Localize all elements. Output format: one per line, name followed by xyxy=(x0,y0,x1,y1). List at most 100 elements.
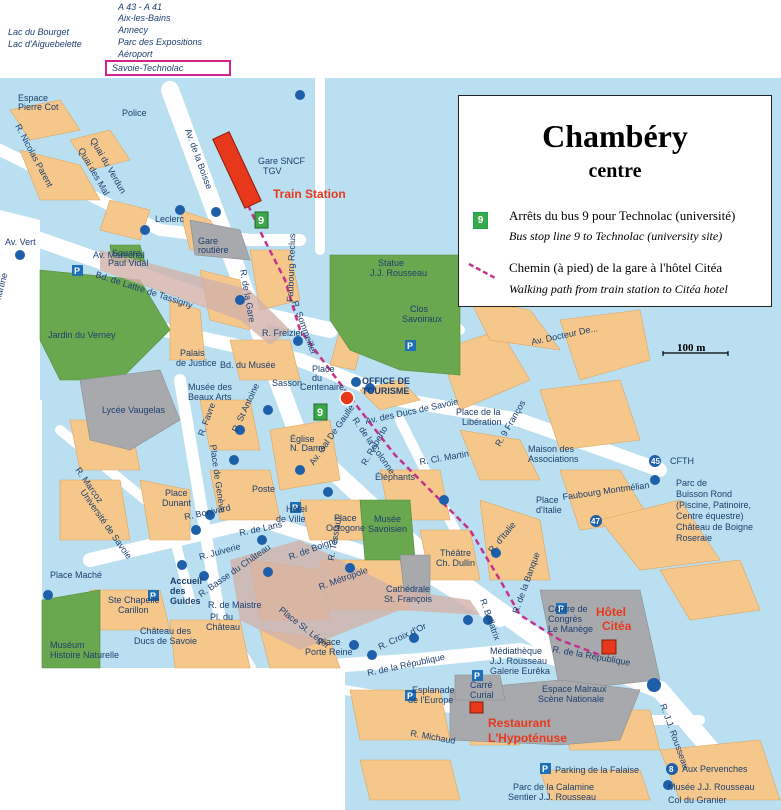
label: Espace Malraux xyxy=(542,684,607,694)
blank-area-bottom-left xyxy=(0,400,345,810)
label: Gare SNCF xyxy=(258,156,306,166)
label: Galerie Eurêka xyxy=(490,666,550,676)
label: Curial xyxy=(470,690,494,700)
label: Aéroport xyxy=(117,49,153,59)
label: Square xyxy=(112,248,141,258)
building-gare xyxy=(189,219,251,261)
label: R. de Maistre xyxy=(208,600,262,610)
label: Carré xyxy=(470,680,493,690)
label: Centre de xyxy=(548,604,588,614)
label: Palais xyxy=(180,348,205,358)
label: Espace xyxy=(18,93,48,103)
label: Muséum xyxy=(50,640,85,650)
legend-bus-fr: Arrêts du bus 9 pour Technolac (universi… xyxy=(509,208,736,223)
label: Hôtel xyxy=(286,504,307,514)
hotel-citea-marker xyxy=(601,639,617,655)
label: Jardin du Verney xyxy=(48,330,116,340)
svg-text:P: P xyxy=(542,764,548,774)
scale-bar xyxy=(662,351,729,356)
label: Musée xyxy=(374,514,401,524)
building-lycee xyxy=(79,369,181,451)
bus-stop-centre: 9 xyxy=(313,403,328,421)
train-station-marker xyxy=(212,131,262,209)
label: Théâtre xyxy=(440,548,471,558)
label: Esplanade xyxy=(412,685,455,695)
label: N. Dame xyxy=(290,443,326,453)
label: Château des xyxy=(140,626,192,636)
scale-label: 100 m xyxy=(677,342,705,354)
bus-stop-icon: 9 xyxy=(473,212,488,229)
label: Buisson Rond xyxy=(676,489,732,499)
label: Statue xyxy=(378,258,404,268)
walking-path xyxy=(246,204,601,657)
label: Église xyxy=(290,434,315,444)
train-station-label: Train Station xyxy=(273,187,346,201)
label: Accueil xyxy=(170,576,202,586)
svg-text:P: P xyxy=(292,503,298,513)
label: Leclerc xyxy=(155,214,185,224)
label: Bd. du Musée xyxy=(220,360,276,370)
label: du xyxy=(312,373,322,383)
label: Centre équestre) xyxy=(676,511,744,521)
label: Lac d'Aiguebelette xyxy=(8,39,82,49)
label: Ste Chapelle xyxy=(108,595,160,605)
svg-text:8: 8 xyxy=(669,765,674,774)
label: de Justice xyxy=(176,358,217,368)
label: Paul Vidal xyxy=(108,258,148,268)
label: Annecy xyxy=(117,25,149,35)
label: (Piscine, Patinoire, xyxy=(676,500,751,510)
label: Place de la xyxy=(456,407,501,417)
label: St. François xyxy=(384,594,433,604)
blank-area-left xyxy=(0,210,40,400)
legend-title: Chambéry xyxy=(542,118,688,154)
label: CFTH xyxy=(670,456,694,466)
label: Poste xyxy=(252,484,275,494)
label: de Ville xyxy=(276,514,305,524)
building-manege xyxy=(539,589,661,691)
label: Place xyxy=(165,488,188,498)
label: Parc des Expositions xyxy=(118,37,203,47)
label: R. Freizier xyxy=(262,328,304,338)
label: Place xyxy=(312,364,335,374)
walking-path-icon xyxy=(468,262,498,281)
label: TGV xyxy=(263,166,282,176)
label: Sasson xyxy=(272,378,302,388)
label: Savoie-Technolac xyxy=(112,63,184,73)
label: Place xyxy=(318,637,341,647)
label: Porte Reine xyxy=(305,647,353,657)
label: Congrès xyxy=(548,614,583,624)
label: A 43 - A 41 xyxy=(117,2,162,12)
svg-text:P: P xyxy=(474,671,480,681)
label: Clos xyxy=(410,304,429,314)
label: J.J. Rousseau xyxy=(370,268,427,278)
label: Éléphants xyxy=(375,472,416,482)
label: de l'Europe xyxy=(408,695,453,705)
label: Maison des xyxy=(528,444,575,454)
label: OFFICE DE xyxy=(362,376,410,386)
label: Centenaire xyxy=(300,382,344,392)
label: Médiathèque xyxy=(490,646,542,656)
label: Place Maché xyxy=(50,570,102,580)
svg-text:P: P xyxy=(558,604,564,614)
label: Police xyxy=(122,108,147,118)
label: Octogone xyxy=(326,523,365,533)
restaurant-label-line2: L'Hypoténuse xyxy=(488,731,567,745)
pedestrian-zone xyxy=(100,250,290,345)
label: Scène Nationale xyxy=(538,694,604,704)
label: Sentier J.J. Rousseau xyxy=(508,792,596,802)
parking-icons xyxy=(72,265,567,774)
label: Libération xyxy=(462,417,502,427)
svg-text:P: P xyxy=(407,341,413,351)
label: Pierre Cot xyxy=(18,102,59,112)
label: Ch. Dullin xyxy=(436,558,475,568)
label: Pl. du xyxy=(210,612,233,622)
label: Cathédrale xyxy=(386,584,430,594)
svg-text:P: P xyxy=(407,691,413,701)
label: J.J. Rousseau xyxy=(490,656,547,666)
label: Aix-les-Bains xyxy=(117,13,171,23)
label: Faubourg Reclus xyxy=(285,233,297,302)
parks xyxy=(39,244,461,669)
map-dots xyxy=(15,90,673,790)
legend-path-fr: Chemin (à pied) de la gare à l'hôtel Cit… xyxy=(509,260,723,275)
buildings xyxy=(79,219,661,746)
